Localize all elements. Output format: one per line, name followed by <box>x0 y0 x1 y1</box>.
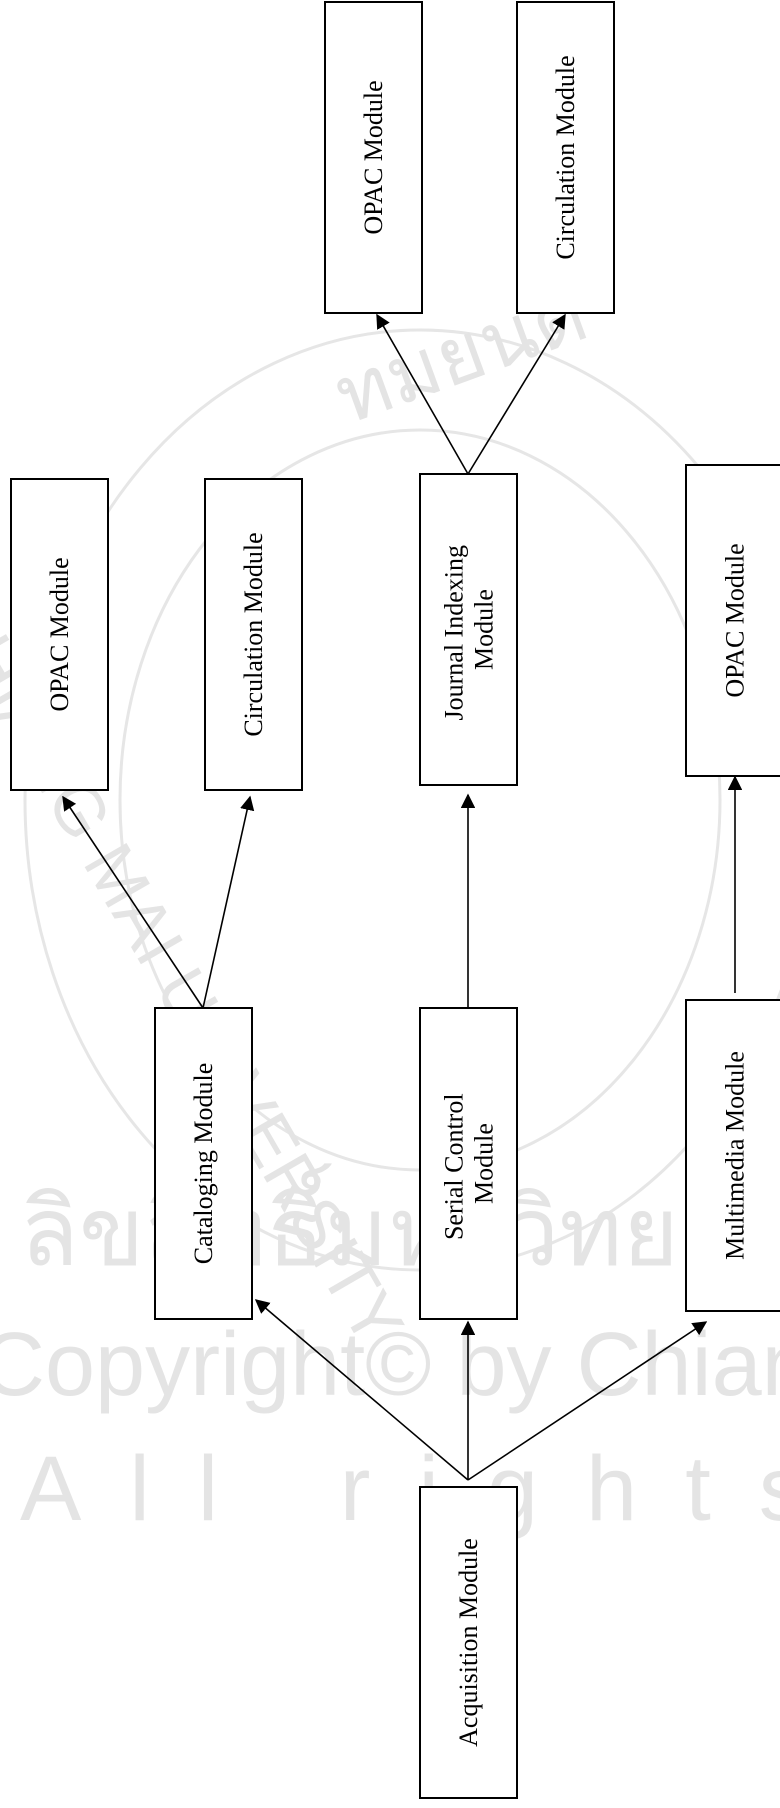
module-circulation-from-cataloging-label: Circulation Module <box>239 532 268 736</box>
module-multimedia: Multimedia Module <box>685 999 780 1312</box>
module-circulation-from-journal-label: Circulation Module <box>551 55 580 259</box>
module-journal-indexing-label-line-2: Module <box>470 589 499 670</box>
module-journal-indexing: Journal Indexing Module <box>419 473 518 786</box>
arrow-cataloging-to-opac <box>62 795 204 1009</box>
module-serial-control: Serial Control Module <box>419 1007 518 1320</box>
module-opac-from-journal-label: OPAC Module <box>359 80 388 234</box>
arrow-journal-indexing-to-circulation <box>467 313 566 475</box>
module-opac-from-multimedia-label: OPAC Module <box>721 543 750 697</box>
watermark-line-3: All rights reserved <box>20 1438 780 1540</box>
module-journal-indexing-label: Journal Indexing Module <box>440 539 499 721</box>
module-circulation-from-cataloging: Circulation Module <box>204 478 303 791</box>
module-cataloging: Cataloging Module <box>154 1007 253 1320</box>
module-serial-control-label-line-1: Serial Control <box>440 1093 469 1240</box>
watermark-line-2: Copyright© by Chiang Mai University <box>0 1315 780 1415</box>
module-serial-control-label: Serial Control Module <box>440 1087 499 1240</box>
module-opac-from-cataloging: OPAC Module <box>10 478 109 791</box>
module-acquisition: Acquisition Module <box>419 1486 518 1799</box>
arrow-acquisition-to-cataloging <box>254 1299 469 1481</box>
module-opac-from-cataloging-label: OPAC Module <box>45 557 74 711</box>
module-serial-control-label-line-2: Module <box>470 1123 499 1204</box>
module-journal-indexing-label-line-1: Journal Indexing <box>440 545 469 720</box>
arrow-journal-indexing-to-opac <box>376 313 469 475</box>
arrow-cataloging-to-circulation <box>202 795 255 1009</box>
module-acquisition-label: Acquisition Module <box>454 1538 483 1747</box>
module-opac-from-journal: OPAC Module <box>324 1 423 314</box>
module-circulation-from-journal: Circulation Module <box>516 1 615 314</box>
arrow-acquisition-to-multimedia <box>467 1321 708 1481</box>
copyright-watermark: ลิขสิทธิ์มหาวิทยาลัยเชียงใหม่ Copyright©… <box>0 1163 780 1540</box>
watermark-line-1: ลิขสิทธิ์มหาวิทยาลัยเชียงใหม่ <box>20 1163 780 1286</box>
module-opac-from-multimedia: OPAC Module <box>685 464 780 777</box>
module-multimedia-label: Multimedia Module <box>721 1051 750 1260</box>
module-cataloging-label: Cataloging Module <box>189 1063 218 1264</box>
connectors <box>62 313 743 1481</box>
